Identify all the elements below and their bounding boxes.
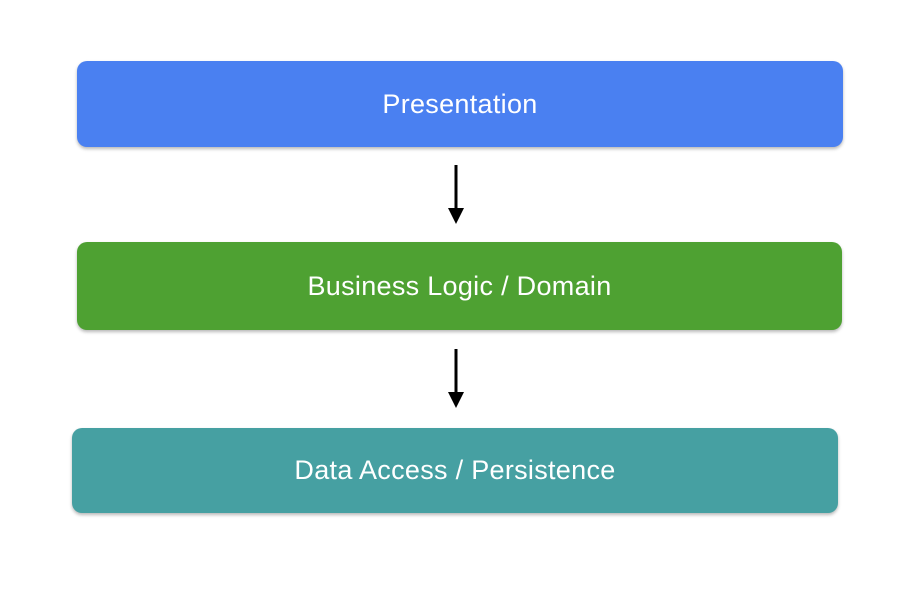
layer-box-business-logic: Business Logic / Domain (77, 242, 842, 330)
layer-label-presentation: Presentation (382, 88, 538, 119)
layer-box-data-access: Data Access / Persistence (72, 428, 838, 513)
layer-label-business-logic: Business Logic / Domain (307, 270, 612, 301)
layer-label-data-access: Data Access / Persistence (294, 455, 616, 485)
arrow-head (448, 208, 464, 224)
arrow-head (448, 392, 464, 408)
layer-box-presentation: Presentation (77, 61, 843, 147)
arrow-down-icon (448, 349, 464, 408)
arrow-down-icon (448, 165, 464, 224)
